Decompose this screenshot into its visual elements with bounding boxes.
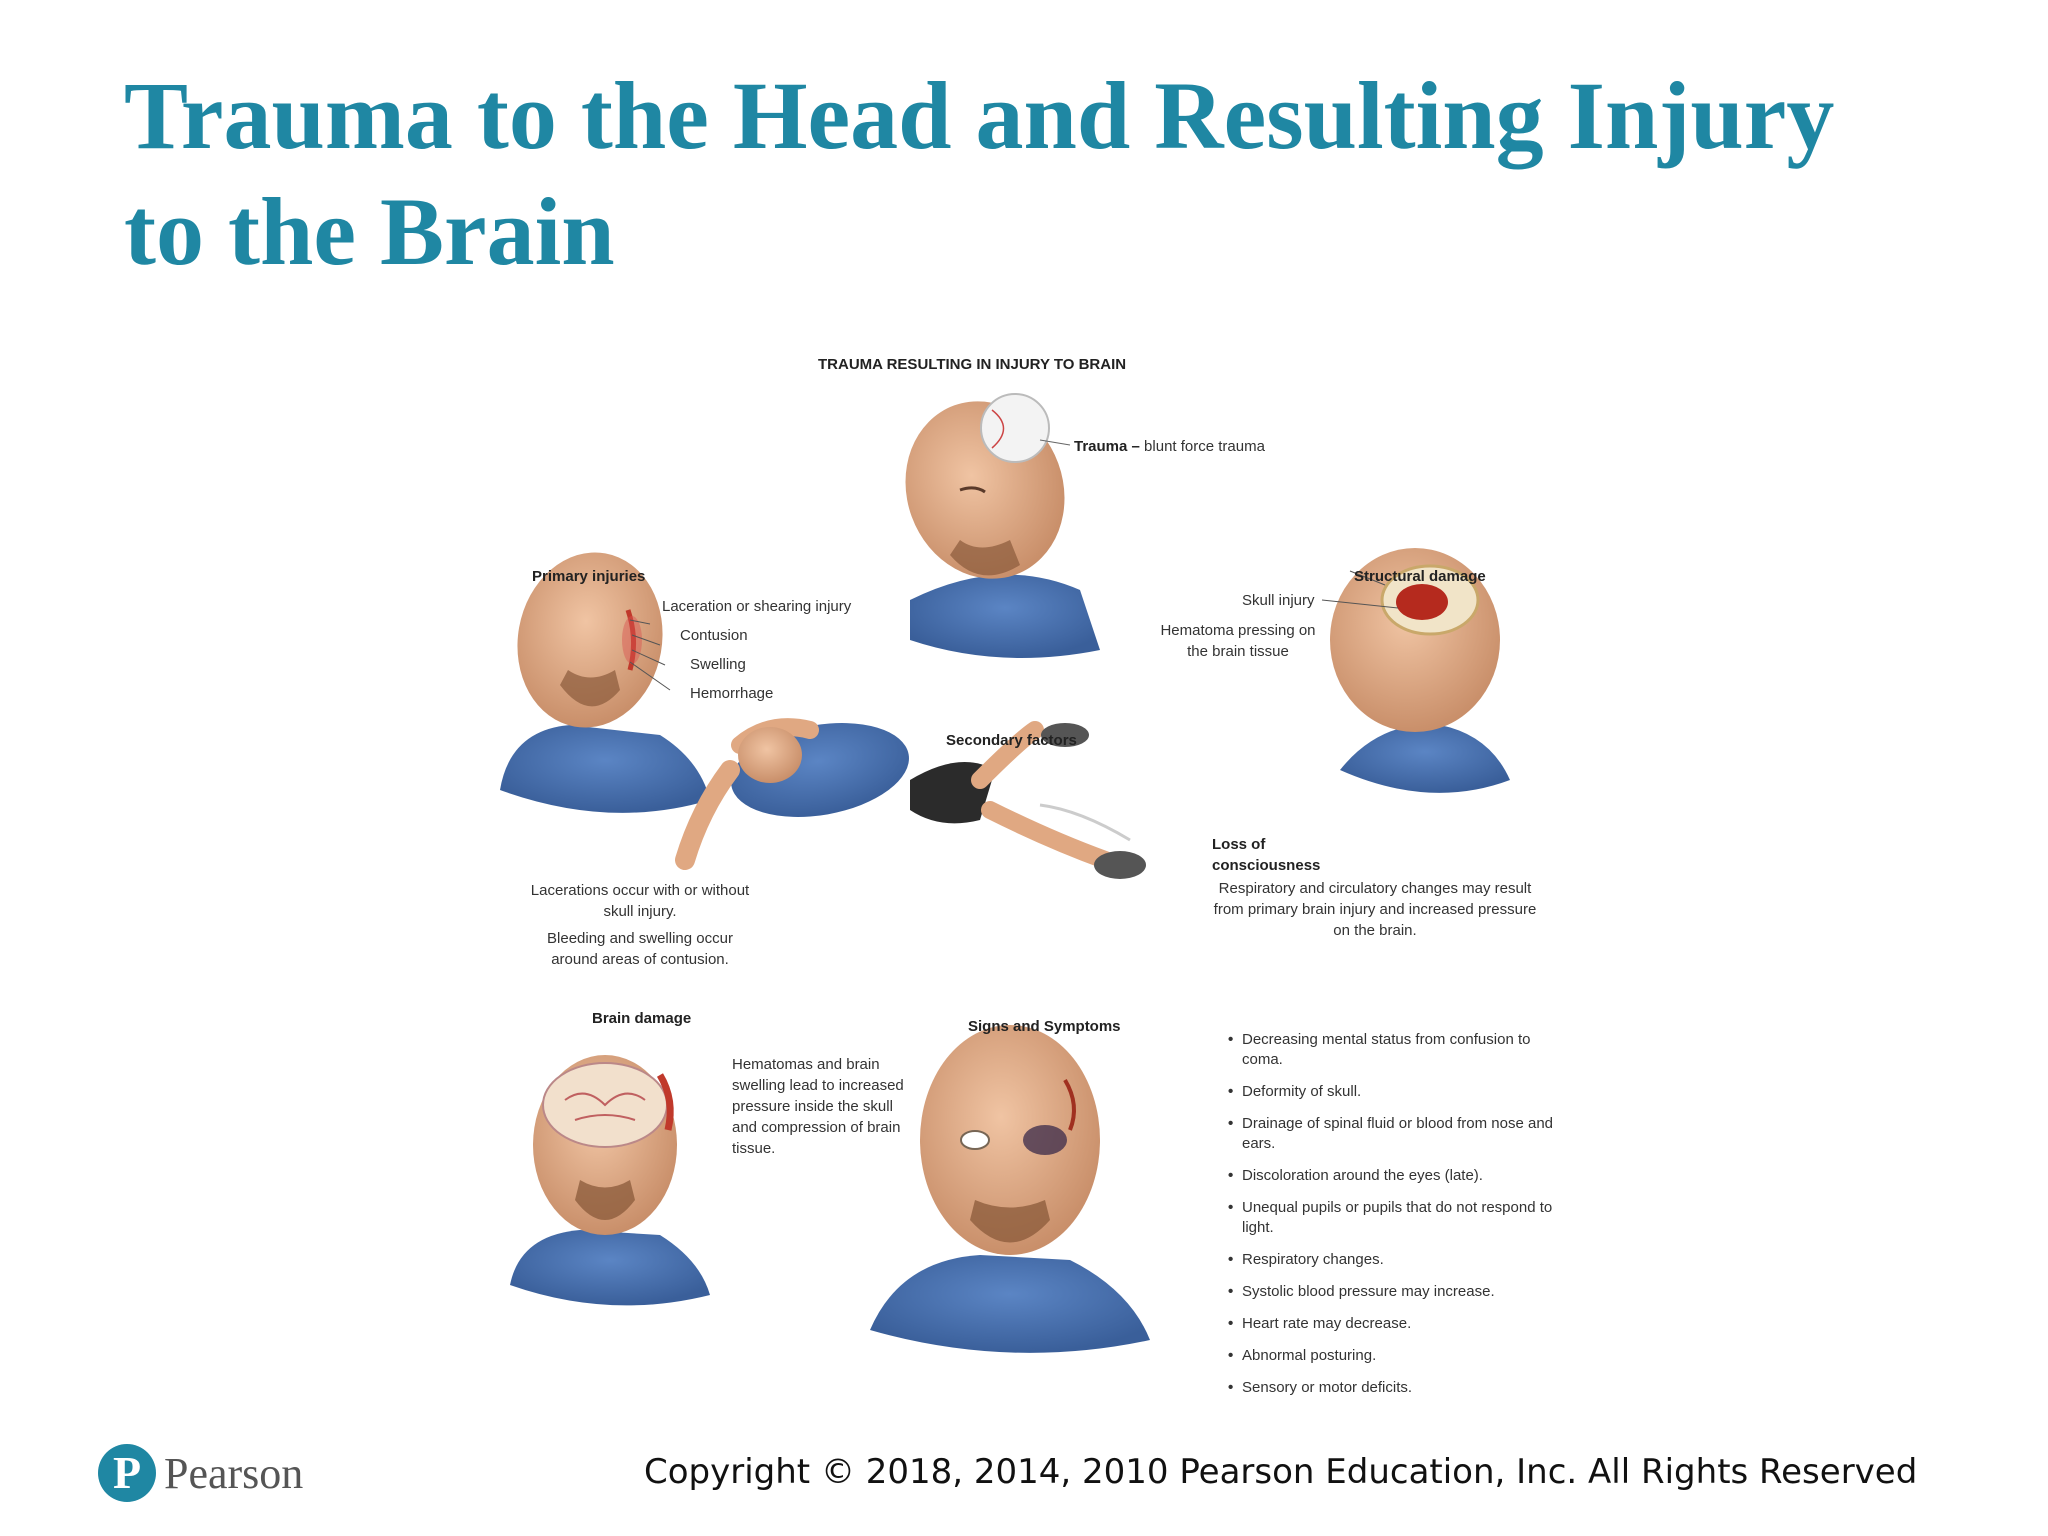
list-item: Sensory or motor deficits. <box>1228 1378 1558 1398</box>
list-item: Discoloration around the eyes (late). <box>1228 1166 1558 1186</box>
signs-symptoms-figure <box>870 1025 1150 1353</box>
slide-title: Trauma to the Head and Resulting Injury … <box>124 62 1835 285</box>
hematoma-mark <box>1396 584 1448 620</box>
trauma-label-bold: Trauma – <box>1074 438 1140 455</box>
loss-of-consciousness-heading: Loss of consciousness <box>1212 836 1321 874</box>
illustration-artwork <box>500 393 1510 1353</box>
primary-note-bleeding: Bleeding and swelling occur around areas… <box>547 930 733 968</box>
pearson-logo: P Pearson <box>98 1440 398 1510</box>
structural-label-skull: Skull injury <box>1242 592 1315 609</box>
list-item: Drainage of spinal fluid or blood from n… <box>1228 1114 1558 1154</box>
pearson-logo-icon: P <box>98 1444 156 1502</box>
trauma-label: Trauma – blunt force trauma <box>1074 436 1265 457</box>
injury-illustration: TRAUMA RESULTING IN INJURY TO BRAIN Trau… <box>480 340 1610 1420</box>
pearson-logo-text: Pearson <box>164 1449 304 1498</box>
list-item: Deformity of skull. <box>1228 1082 1558 1102</box>
secondary-heading: Secondary factors <box>946 732 1077 749</box>
list-item: Heart rate may decrease. <box>1228 1314 1558 1334</box>
primary-note-lacerations: Lacerations occur with or without skull … <box>530 882 750 920</box>
brain-damage-text: Hematomas and brain swelling lead to inc… <box>732 1056 904 1157</box>
structural-damage-figure <box>1321 548 1510 793</box>
primary-heading: Primary injuries <box>532 568 646 585</box>
figure-heading: TRAUMA RESULTING IN INJURY TO BRAIN <box>818 356 1127 373</box>
copyright-notice: Copyright © 2018, 2014, 2010 Pearson Edu… <box>644 1452 1918 1492</box>
primary-label-contusion: Contusion <box>680 627 748 644</box>
list-item: Abnormal posturing. <box>1228 1346 1558 1366</box>
loss-of-consciousness-text: Respiratory and circulatory changes may … <box>1213 880 1537 939</box>
list-item: Systolic blood pressure may increase. <box>1228 1282 1558 1302</box>
ball-icon <box>980 393 1050 463</box>
primary-label-swelling: Swelling <box>690 656 746 673</box>
primary-label-hemorrhage: Hemorrhage <box>690 685 774 702</box>
list-item: Unequal pupils or pupils that do not res… <box>1228 1198 1558 1238</box>
structural-label-hematoma: Hematoma pressing on the brain tissue <box>1160 622 1316 660</box>
structural-heading: Structural damage <box>1354 568 1486 585</box>
list-item: Decreasing mental status from confusion … <box>1228 1030 1558 1070</box>
trauma-label-text: blunt force trauma <box>1144 438 1265 455</box>
trauma-figure <box>905 393 1100 658</box>
brain-damage-heading: Brain damage <box>592 1010 692 1027</box>
signs-heading: Signs and Symptoms <box>968 1018 1121 1035</box>
signs-list: Decreasing mental status from confusion … <box>1228 1030 1558 1410</box>
primary-label-laceration: Laceration or shearing injury <box>662 598 852 615</box>
brain-damage-figure <box>510 1055 710 1306</box>
list-item: Respiratory changes. <box>1228 1250 1558 1270</box>
secondary-factors-figure <box>675 718 1146 879</box>
primary-injuries-figure <box>500 552 710 813</box>
